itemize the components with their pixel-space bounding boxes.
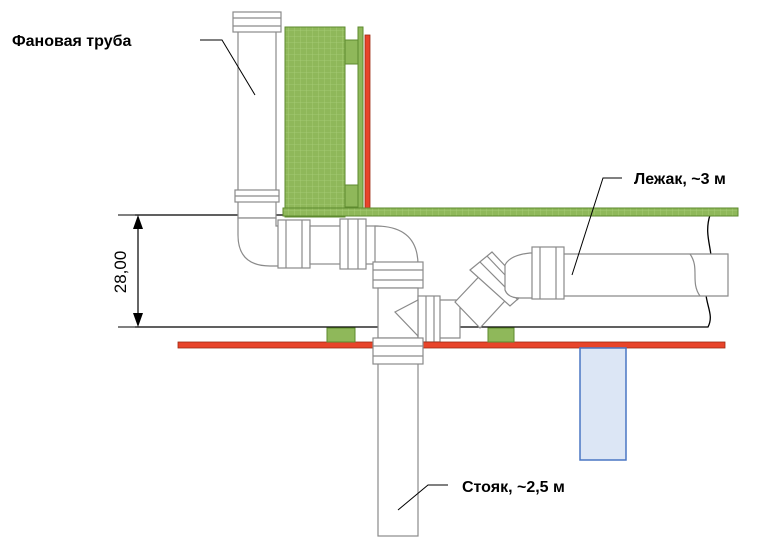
blue-box [579, 347, 627, 461]
dimension-label: 28,00 [111, 251, 130, 294]
leader-lines [200, 39, 622, 511]
green-shelf [282, 207, 739, 217]
angled-pipe [454, 251, 536, 329]
label-fan-pipe: Фановая труба [12, 33, 131, 50]
green-wall [284, 26, 364, 218]
red-floor-strip [177, 341, 726, 349]
green-support-left [326, 327, 356, 343]
label-lezhak: Лежак, ~3 м [634, 171, 726, 188]
upper-pipe-run [237, 217, 419, 286]
fan-pipe [232, 11, 282, 219]
label-stoyak: Стояк, ~2,5 м [462, 479, 565, 496]
green-support-right [487, 327, 515, 343]
tee-fitting [372, 261, 461, 343]
lezhak-pipe [531, 246, 729, 300]
dimension-line: 28,00 [111, 214, 158, 328]
red-vertical-strip [364, 34, 371, 216]
stoyak-pipe [372, 337, 424, 537]
